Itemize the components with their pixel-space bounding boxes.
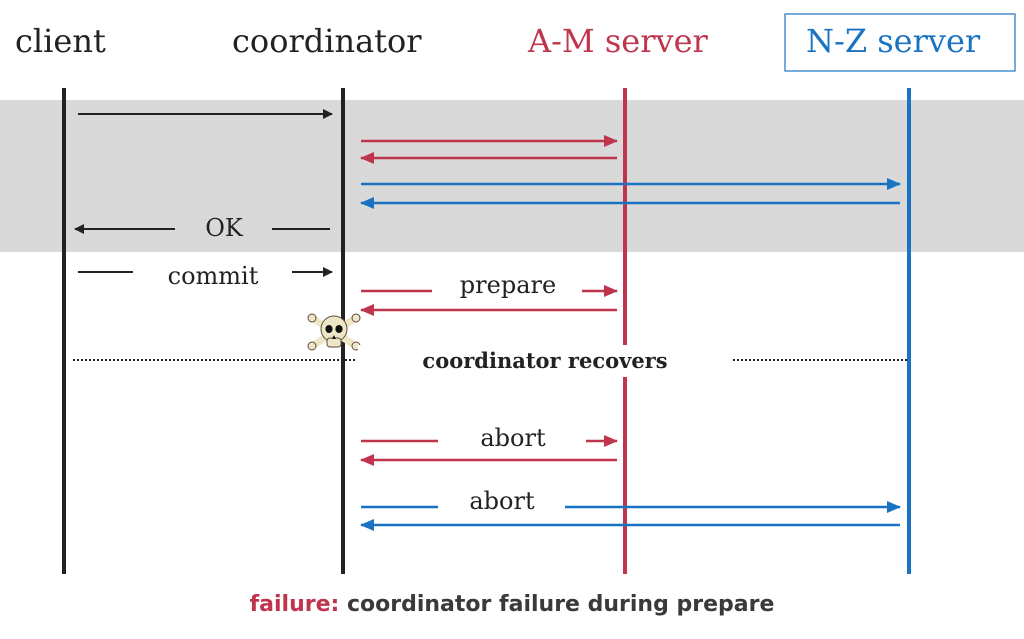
figure-caption: failure: coordinator failure during prep… xyxy=(0,592,1024,617)
message-abort-nz-label: abort xyxy=(469,487,535,515)
participant-nz-server-label: N-Z server xyxy=(806,22,981,60)
recovery-label: coordinator recovers xyxy=(422,348,667,373)
recovery-label-gap xyxy=(358,345,730,377)
setup-phase-band xyxy=(0,100,1024,252)
caption-text: coordinator failure during prepare xyxy=(339,592,775,617)
message-commit-label: commit xyxy=(168,262,259,290)
participant-coordinator-label: coordinator xyxy=(232,22,422,60)
participant-nz-server-box xyxy=(784,13,1016,72)
message-ok-label: OK xyxy=(205,214,244,242)
skull-crossbones-icon xyxy=(307,313,361,351)
message-prepare-label: prepare xyxy=(460,271,556,299)
participant-client-label: client xyxy=(15,22,106,60)
participant-am-server-label: A-M server xyxy=(527,22,709,60)
message-abort-am-label: abort xyxy=(480,424,546,452)
caption-highlight: failure: xyxy=(249,592,340,617)
